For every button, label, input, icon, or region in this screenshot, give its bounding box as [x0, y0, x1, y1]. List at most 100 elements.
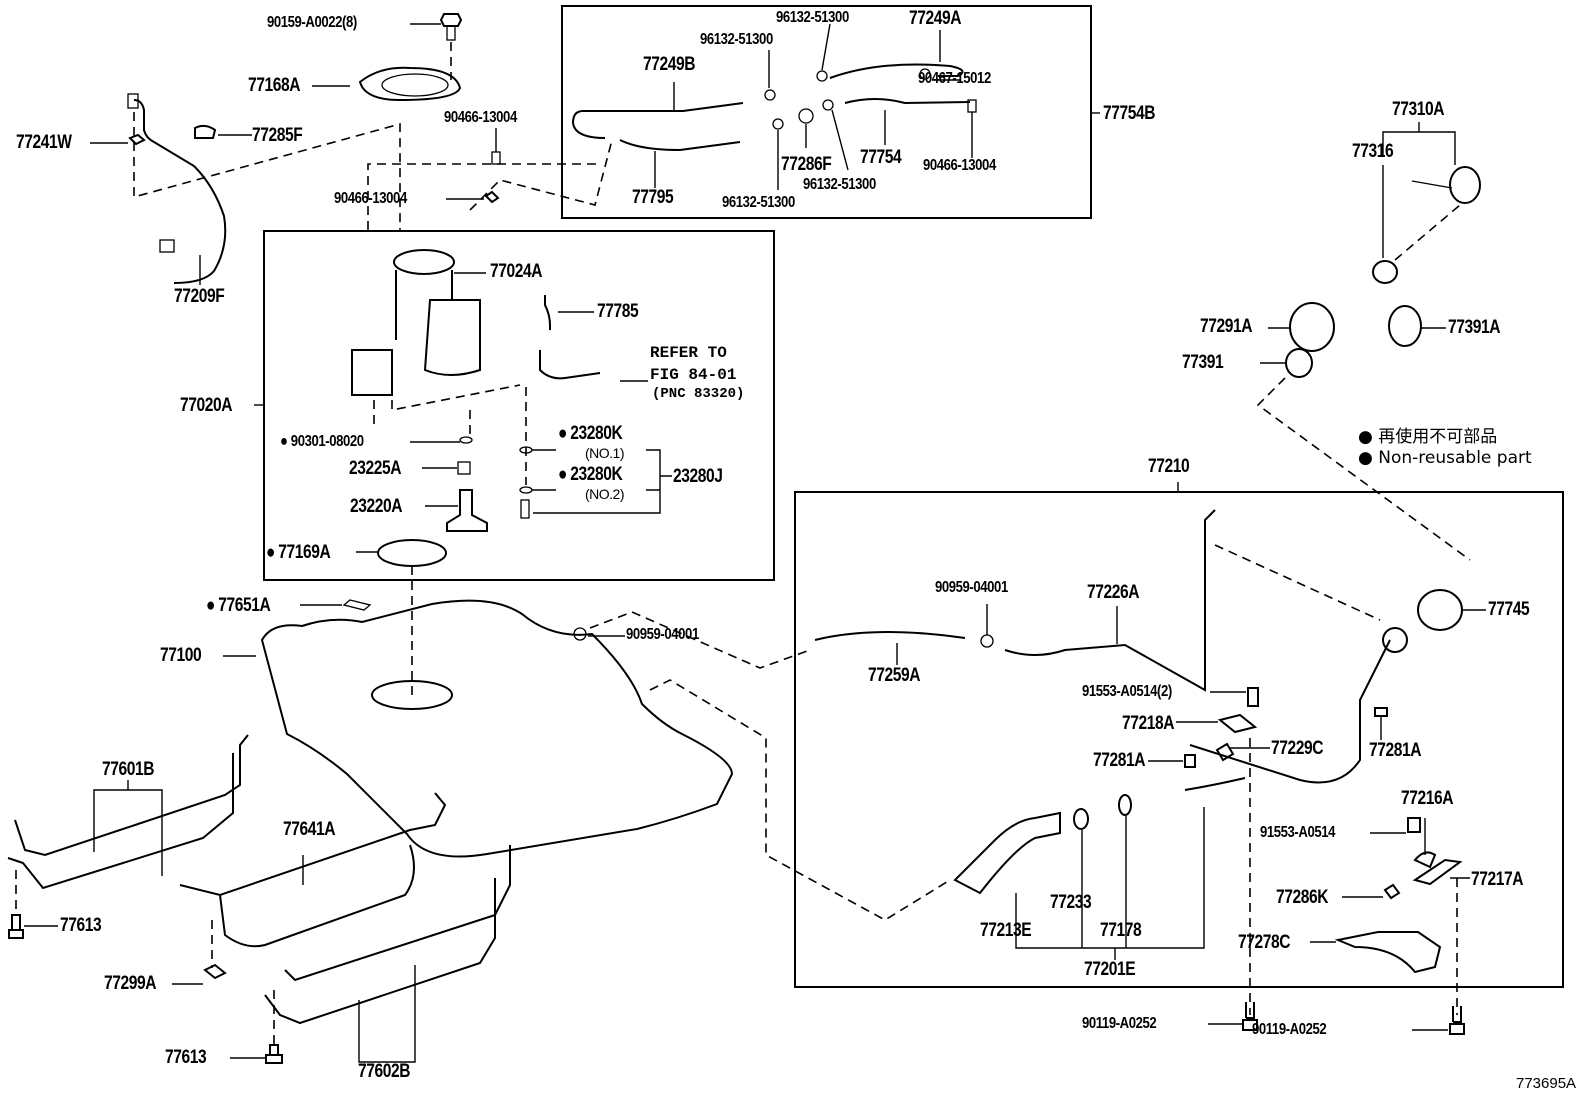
label-90959-04001-b[interactable]: 90959-04001: [935, 579, 1008, 596]
clip-96132-c-icon: [772, 118, 784, 130]
label-23220A[interactable]: 23220A: [350, 496, 403, 517]
cap-ring-icon: [1372, 260, 1398, 284]
label-77100[interactable]: 77100: [160, 645, 202, 666]
label-90119-A0252-b[interactable]: 90119-A0252: [1252, 1021, 1327, 1038]
label-77613-a[interactable]: 77613: [60, 915, 102, 936]
label-77795[interactable]: 77795: [632, 187, 674, 208]
label-77249B[interactable]: 77249B: [643, 54, 696, 75]
dash-filler-cap: [1256, 377, 1471, 561]
bolt-90119-b-icon: [1449, 1006, 1465, 1035]
label-77785[interactable]: 77785: [597, 301, 639, 322]
dash-pump: [373, 384, 527, 485]
bracket-77601B: [93, 780, 163, 876]
label-77216A[interactable]: 77216A: [1401, 788, 1454, 809]
vent-hose-group-box: [561, 5, 1092, 219]
label-77316[interactable]: 77316: [1352, 141, 1394, 162]
label-77241W[interactable]: 77241W: [16, 132, 72, 153]
label-77602B[interactable]: 77602B: [358, 1061, 411, 1082]
bracket-23280J: [532, 449, 672, 514]
label-77285F[interactable]: 77285F: [252, 125, 303, 146]
label-77168A[interactable]: 77168A: [248, 75, 301, 96]
label-77178[interactable]: 77178: [1100, 920, 1142, 941]
connector-77209F-bottom-icon: [159, 239, 175, 253]
label-77286F[interactable]: 77286F: [781, 154, 832, 175]
label-23280K-no2[interactable]: 23280K: [558, 465, 623, 484]
label-90466-13004-c[interactable]: 90466-13004: [923, 157, 996, 174]
legend-bullet-icon: ●: [1358, 427, 1373, 447]
label-77641A[interactable]: 77641A: [283, 819, 336, 840]
label-77024A[interactable]: 77024A: [490, 261, 543, 282]
label-77745[interactable]: 77745: [1488, 599, 1530, 620]
refer-note-line-2[interactable]: FIG 84-01: [650, 366, 737, 384]
label-77391A[interactable]: 77391A: [1448, 317, 1501, 338]
label-77281A-b[interactable]: 77281A: [1369, 740, 1422, 761]
label-77169A[interactable]: 77169A: [266, 543, 331, 562]
label-91553-A0514-2[interactable]: 91553-A0514(2): [1082, 683, 1172, 700]
figure-id: 773695A: [1516, 1075, 1577, 1092]
connector-77209F-top-icon: [127, 93, 139, 109]
label-77226A[interactable]: 77226A: [1087, 582, 1140, 603]
label-96132-51300-b[interactable]: 96132-51300: [776, 9, 849, 26]
label-23280K-no1[interactable]: 23280K: [558, 424, 623, 443]
label-23280K-no2-note: (NO.2): [585, 486, 625, 502]
label-77218A[interactable]: 77218A: [1122, 713, 1175, 734]
label-77020A[interactable]: 77020A: [180, 395, 233, 416]
label-90159-A0022[interactable]: 90159-A0022(8): [267, 14, 357, 31]
label-90466-13004-b[interactable]: 90466-13004: [334, 190, 407, 207]
dash-filler: [649, 679, 951, 921]
label-77286K[interactable]: 77286K: [1276, 887, 1329, 908]
label-23280J[interactable]: 23280J: [673, 466, 723, 487]
label-77249A[interactable]: 77249A: [909, 8, 962, 29]
label-77391[interactable]: 77391: [1182, 352, 1224, 373]
label-77209F[interactable]: 77209F: [174, 286, 225, 307]
retainer-77168A-icon: [358, 66, 462, 102]
label-77201E[interactable]: 77201E: [1084, 959, 1136, 980]
label-23280K-no1-note: (NO.1): [585, 445, 625, 461]
clip-96132-d-icon: [822, 99, 834, 111]
label-77299A[interactable]: 77299A: [104, 973, 157, 994]
label-77754[interactable]: 77754: [860, 147, 902, 168]
label-90301-08020[interactable]: 90301-08020: [280, 434, 364, 450]
cushion-23225A-icon: [457, 461, 471, 475]
label-77213E[interactable]: 77213E: [980, 920, 1032, 941]
label-90959-04001-a[interactable]: 90959-04001: [626, 626, 699, 643]
label-77229C[interactable]: 77229C: [1271, 738, 1324, 759]
dash-90466-b: [469, 139, 613, 211]
label-77278C[interactable]: 77278C: [1238, 932, 1291, 953]
label-77210[interactable]: 77210: [1148, 456, 1190, 477]
label-77601B[interactable]: 77601B: [102, 759, 155, 780]
filler-pipe-icon: [1189, 639, 1391, 784]
label-77651A[interactable]: 77651A: [206, 596, 271, 615]
ring-77233-icon: [1073, 808, 1089, 830]
gasket-77391A-icon: [1388, 305, 1422, 347]
label-23225A[interactable]: 23225A: [349, 458, 402, 479]
label-90466-13004-a[interactable]: 90466-13004: [444, 109, 517, 126]
sender-wire-icon: [539, 350, 601, 380]
label-96132-51300-a[interactable]: 96132-51300: [700, 31, 773, 48]
label-96132-51300-c[interactable]: 96132-51300: [722, 194, 795, 211]
bracket-77602B: [358, 965, 416, 1063]
label-77259A[interactable]: 77259A: [868, 665, 921, 686]
leader-96132-b: [821, 23, 831, 71]
dash-harness: [133, 112, 401, 230]
label-77217A[interactable]: 77217A: [1471, 869, 1524, 890]
bracket-77218A-icon: [1217, 713, 1258, 734]
bolt-77613-b-icon: [265, 1044, 283, 1064]
clip-90959-b-icon: [980, 634, 994, 648]
label-90119-A0252-a[interactable]: 90119-A0252: [1082, 1015, 1157, 1032]
label-77291A[interactable]: 77291A: [1200, 316, 1253, 337]
label-77233[interactable]: 77233: [1050, 892, 1092, 913]
label-91553-A0514[interactable]: 91553-A0514: [1260, 824, 1336, 841]
label-96132-51300-d[interactable]: 96132-51300: [803, 176, 876, 193]
label-77281A-a[interactable]: 77281A: [1093, 750, 1146, 771]
clamp-90466-b-icon: [484, 190, 500, 204]
label-77613-b[interactable]: 77613: [165, 1047, 207, 1068]
label-90467-15012[interactable]: 90467-15012: [918, 70, 991, 87]
label-77754B[interactable]: 77754B: [1103, 103, 1156, 124]
hose-77249B-icon: [571, 102, 744, 139]
leader-96132-d: [831, 109, 849, 171]
clip-96132-a-icon: [764, 89, 776, 101]
label-77310A[interactable]: 77310A: [1392, 99, 1445, 120]
filler-pipe-group-box: [794, 491, 1564, 988]
